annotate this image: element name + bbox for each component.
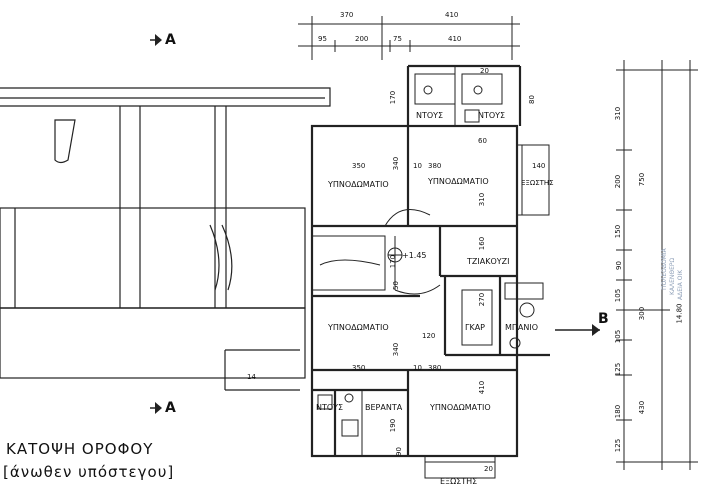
top-showers xyxy=(414,66,503,126)
dim-top-75: 75 xyxy=(393,35,402,43)
dim-top-410: 410 xyxy=(445,11,459,19)
dim-410: 410 xyxy=(478,380,487,395)
dim-340b: 340 xyxy=(392,342,401,357)
room-bedroom-2: ΥΠΝΟΔΩΜΑΤΙΟ xyxy=(428,177,489,186)
section-a-bottom-label: A xyxy=(165,400,176,416)
bottom-shower xyxy=(317,390,363,456)
stair-hall xyxy=(312,209,441,295)
section-b-label: B xyxy=(598,311,609,327)
dim-right-300: 300 xyxy=(638,306,647,321)
dim-170: 170 xyxy=(389,90,398,105)
room-bedroom-1: ΥΠΝΟΔΩΜΑΤΙΟ xyxy=(328,180,389,189)
room-bathroom: ΜΠΑΝΙΟ xyxy=(505,323,539,332)
dim-right-90: 90 xyxy=(614,261,623,270)
room-wc-top-right: ΝΤΟΥΣ xyxy=(478,111,506,120)
dim-right-430: 430 xyxy=(638,400,647,415)
dim-340a: 340 xyxy=(392,156,401,171)
dim-140: 140 xyxy=(532,162,546,170)
dim-10b: 10 xyxy=(413,364,422,372)
section-arrows xyxy=(155,34,600,414)
room-wardrobe: ΓΚΑΡ xyxy=(465,323,485,332)
dim-380b: 380 xyxy=(428,364,442,372)
dim-h170: 170 xyxy=(389,254,398,269)
room-wc-top-left: ΝΤΟΥΣ xyxy=(416,111,444,120)
stamp-line3: ΑΔΕΙΑ ΟΙΚ xyxy=(677,269,684,300)
dim-right-1480: 14.80 xyxy=(675,303,684,324)
balconies xyxy=(424,144,550,479)
room-wc-bottom: ΝΤΟΥΣ xyxy=(316,403,344,412)
dim-top-370: 370 xyxy=(340,11,354,19)
dim-90: 90 xyxy=(394,447,403,456)
stamp-line2: ΚΑΛΕΝΘΕΡΩ xyxy=(669,257,676,295)
dim-right-150: 150 xyxy=(614,224,623,239)
room-balcony-bottom: ΕΞΩΣΤΗΣ xyxy=(440,477,478,486)
drawing-subtitle: [άνωθεν υπόστεγου] xyxy=(3,463,175,481)
dim-right-180: 180 xyxy=(614,404,623,419)
dim-310a: 310 xyxy=(478,192,487,207)
room-bedroom-4: ΥΠΝΟΔΩΜΑΤΙΟ xyxy=(430,403,491,412)
dim-top-200: 200 xyxy=(355,35,369,43)
dim-right-125a: 125 xyxy=(614,362,623,377)
dim-350a: 350 xyxy=(352,162,366,170)
dim-50: 50 xyxy=(391,281,400,290)
drawing-title: ΚΑΤΟΨΗ ΟΡΟΦΟΥ xyxy=(6,440,154,458)
dim-20b: 20 xyxy=(484,465,493,473)
elevation-mark: +1.45 xyxy=(402,251,427,260)
bathroom-fixtures xyxy=(461,282,544,349)
dim-right-125b: 125 xyxy=(614,438,623,453)
dim-right-310: 310 xyxy=(614,106,623,121)
section-a-top-label: A xyxy=(165,32,176,48)
dim-80: 80 xyxy=(527,95,536,104)
dim-right-105a: 105 xyxy=(614,288,623,303)
main-walls xyxy=(310,64,550,458)
dim-270: 270 xyxy=(478,292,487,307)
dim-160: 160 xyxy=(478,236,487,251)
dim-60: 60 xyxy=(478,137,487,145)
adjacent-building xyxy=(0,87,331,391)
stamp-line1: ΠΟΛΕΟΔΟΜΙΑ xyxy=(661,248,668,290)
dim-20a: 20 xyxy=(480,67,489,75)
dim-350b: 350 xyxy=(352,364,366,372)
right-dimension-lines xyxy=(616,60,698,470)
dim-190: 190 xyxy=(389,418,398,433)
top-dimension-lines xyxy=(298,16,520,60)
room-jacuzzi: ΤΖΙΑΚΟΥΖΙ xyxy=(467,257,510,266)
dim-10a: 10 xyxy=(413,162,422,170)
dim-right-200: 200 xyxy=(614,174,623,189)
dim-top-95: 95 xyxy=(318,35,327,43)
dim-right-750: 750 xyxy=(638,172,647,187)
room-bedroom-3: ΥΠΝΟΔΩΜΑΤΙΟ xyxy=(328,323,389,332)
room-veranda: ΒΕΡΑΝΤΑ xyxy=(365,403,403,412)
room-balcony-right: ΕΞΩΣΤΗΣ xyxy=(521,179,554,187)
dim-120: 120 xyxy=(422,332,436,340)
dim-14: 14 xyxy=(247,373,256,381)
dim-top-410b: 410 xyxy=(448,35,462,43)
dim-380a: 380 xyxy=(428,162,442,170)
dim-right-105b: 105 xyxy=(614,329,623,344)
